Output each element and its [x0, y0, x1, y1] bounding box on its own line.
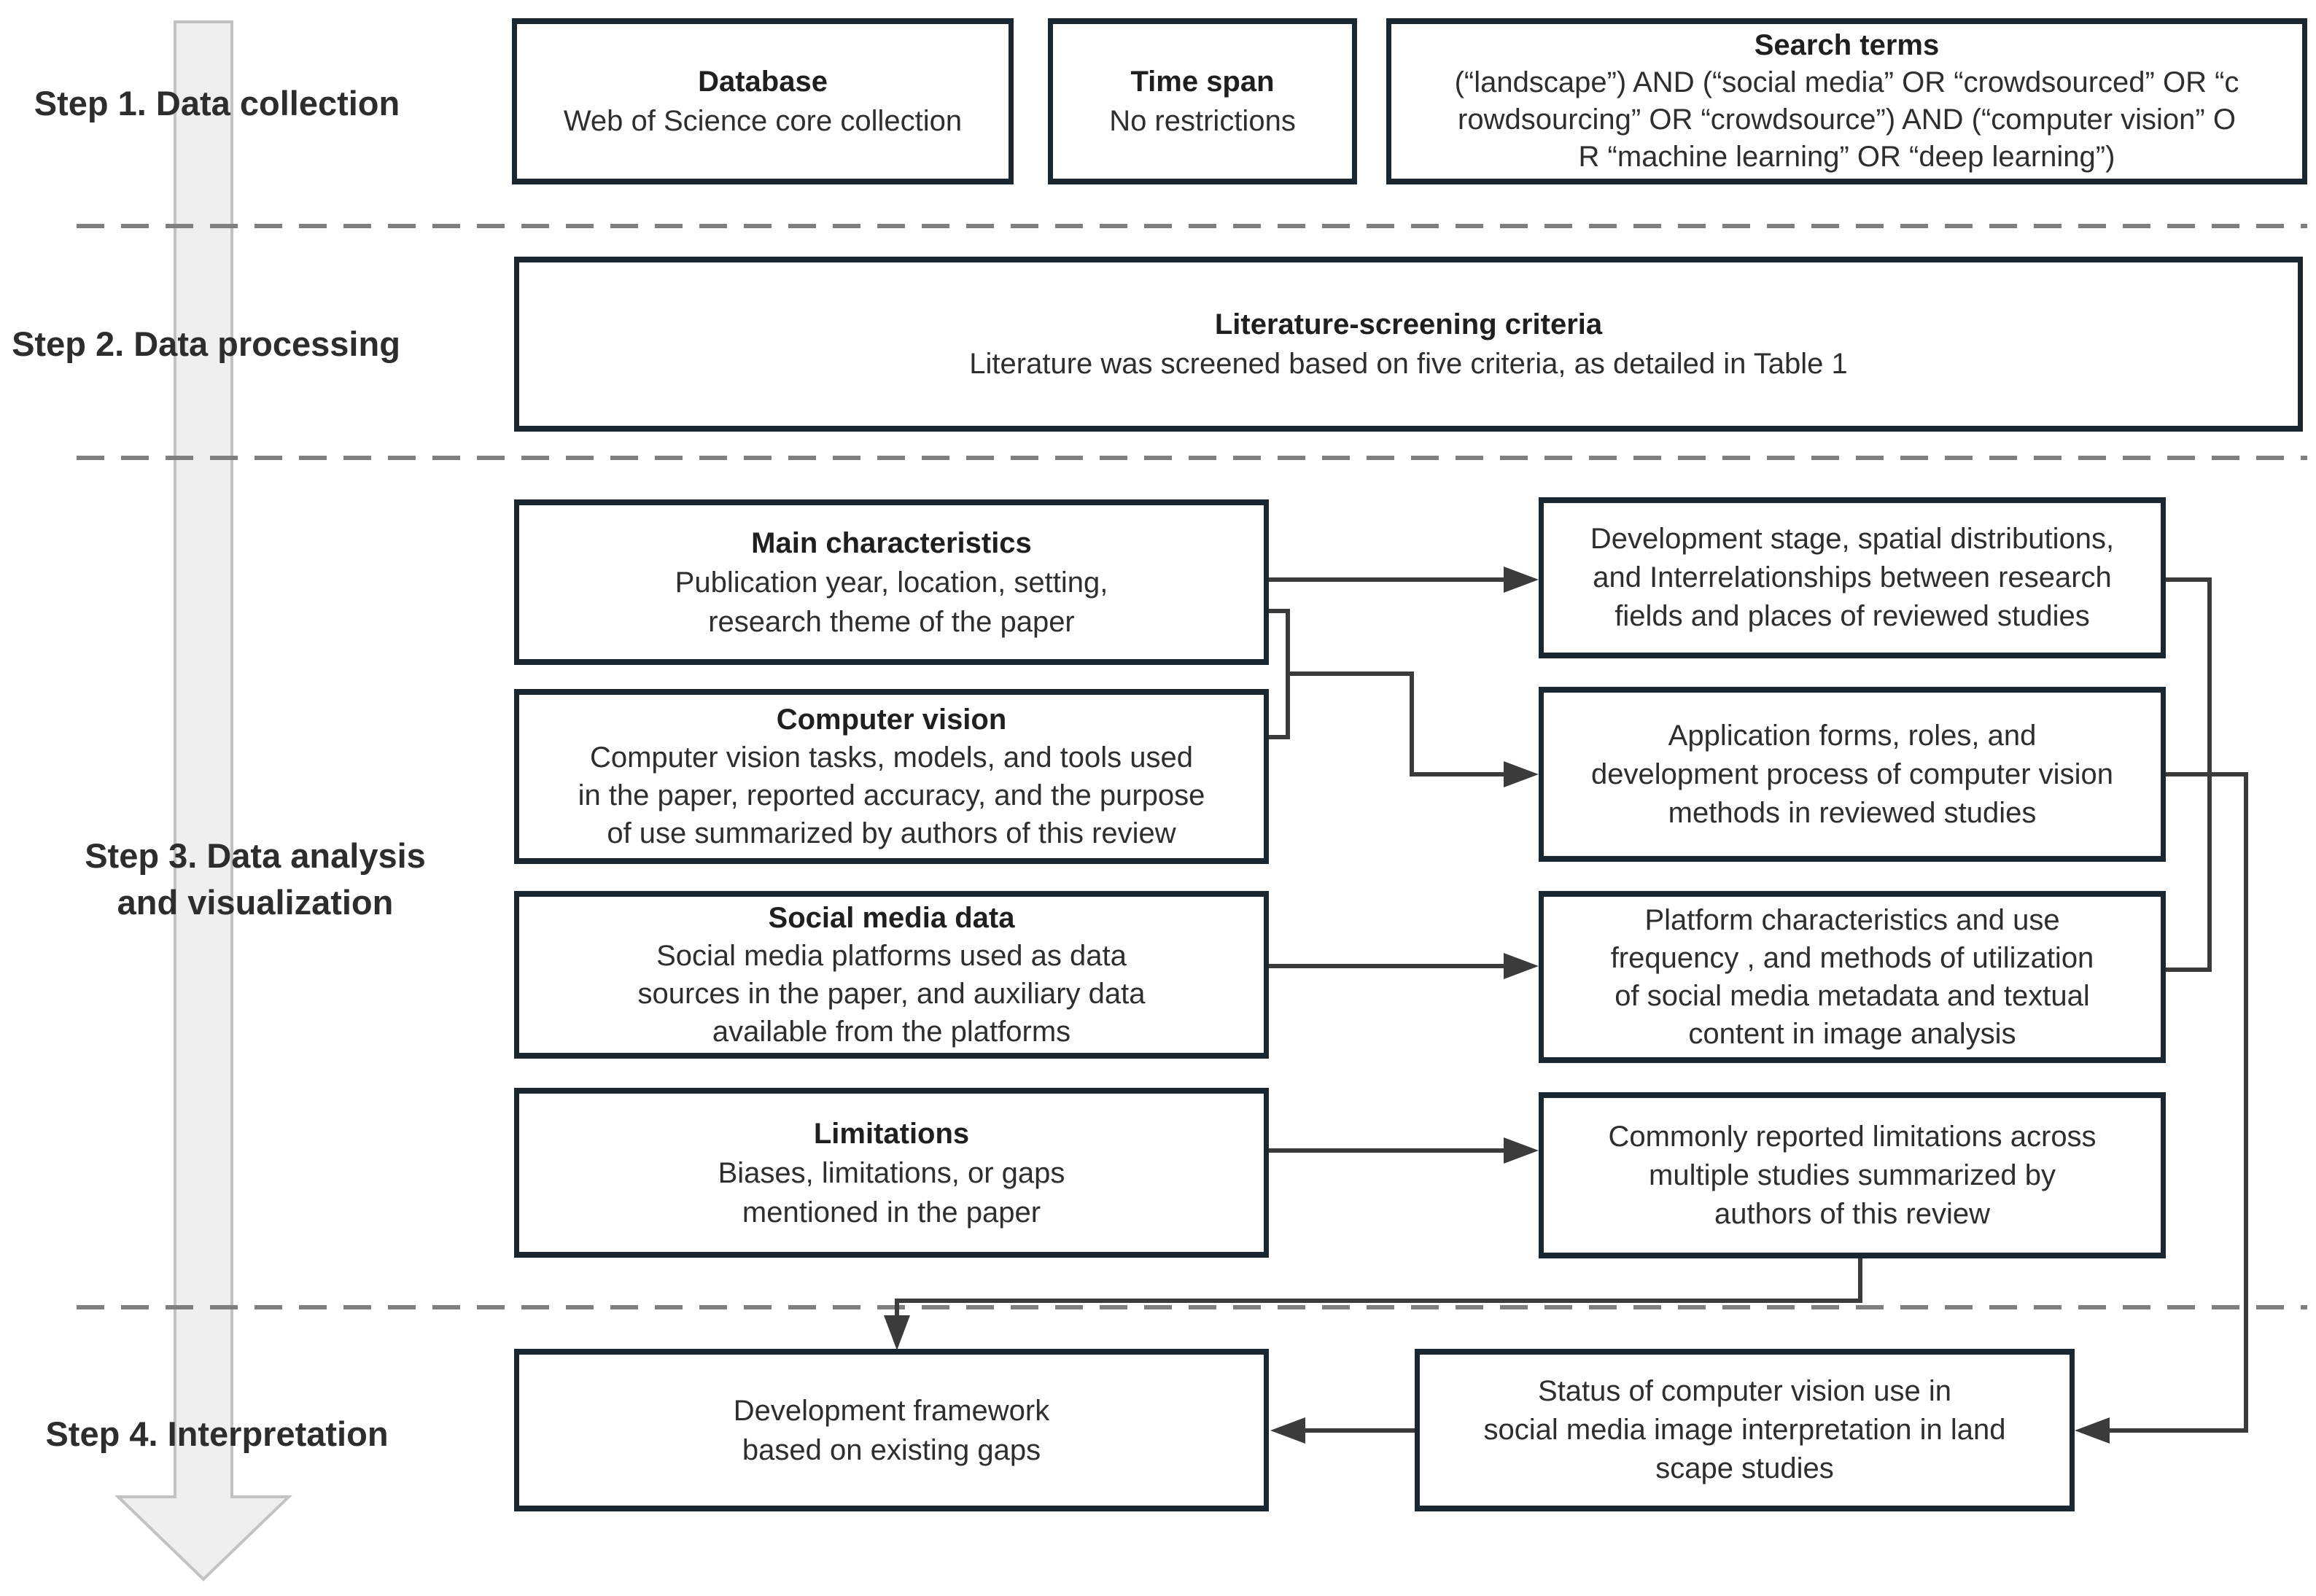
main-characteristics-box-line: Publication year, location, setting, [675, 566, 1108, 599]
connector-status-to-framework [1270, 1417, 1415, 1444]
literature-screening-box-line: Literature was screened based on five cr… [969, 348, 1848, 380]
development-stage-box-line: Development stage, spatial distributions… [1590, 523, 2115, 555]
computer-vision-box: Computer vision Computer vision tasks, m… [514, 689, 1269, 864]
step3-label: Step 3. Data analysis and visualization [44, 833, 467, 926]
limitations-box-line: mentioned in the paper [742, 1196, 1041, 1229]
status-box-line: social media image interpretation in lan… [1483, 1414, 2006, 1446]
search-terms-box: Search terms (“landscape”) AND (“social … [1386, 18, 2307, 184]
step1-label: Step 1. Data collection [34, 84, 400, 122]
platform-characteristics-box-line: of social media metadata and textual [1614, 980, 2090, 1012]
literature-screening-box: Literature-screening criteria Literature… [514, 257, 2303, 432]
common-limitations-box: Commonly reported limitations across mul… [1539, 1092, 2166, 1258]
computer-vision-box-line: Computer vision tasks, models, and tools… [589, 741, 1194, 774]
social-media-data-box-line: available from the platforms [712, 1016, 1071, 1048]
step3-label-line1: Step 3. Data analysis [85, 836, 426, 875]
platform-characteristics-box-line: Platform characteristics and use [1644, 904, 2060, 936]
connector-main-to-devstage [1269, 567, 1539, 593]
limitations-box-line: Biases, limitations, or gaps [718, 1156, 1065, 1189]
development-stage-box-line: and Interrelationships between research [1593, 561, 2112, 593]
database-box-line: Web of Science core collection [563, 105, 963, 137]
connector-limitations-to-common [1269, 1137, 1539, 1164]
status-box-line: scape studies [1655, 1452, 1834, 1484]
database-box: Database Web of Science core collection [512, 18, 1014, 184]
step3-label-line2: and visualization [117, 883, 394, 922]
social-media-data-box-title: Social media data [768, 902, 1015, 934]
limitations-box: Limitations Biases, limitations, or gaps… [514, 1088, 1269, 1258]
platform-characteristics-box: Platform characteristics and use frequen… [1539, 891, 2166, 1063]
step2-label: Step 2. Data processing [12, 324, 400, 363]
search-terms-box-line: rowdsourcing” OR “crowdsource”) AND (“co… [1458, 104, 2236, 136]
platform-characteristics-box-line: content in image analysis [1688, 1018, 2016, 1050]
search-terms-box-title: Search terms [1754, 29, 1940, 61]
computer-vision-box-title: Computer vision [776, 704, 1007, 736]
step4-label: Step 4. Interpretation [45, 1414, 389, 1453]
social-media-data-box: Social media data Social media platforms… [514, 891, 1269, 1059]
status-box-line: Status of computer vision use in [1538, 1375, 1951, 1407]
main-characteristics-box-line: research theme of the paper [708, 605, 1075, 638]
literature-screening-box-title: Literature-screening criteria [1214, 308, 1603, 340]
main-characteristics-box-title: Main characteristics [751, 526, 1032, 559]
social-media-data-box-line: Social media platforms used as data [656, 940, 1127, 972]
development-framework-box: Development framework based on existing … [514, 1349, 1269, 1511]
database-box-title: Database [698, 66, 828, 98]
connector-applicationforms-to-status [2075, 772, 2248, 1444]
time-span-box-line: No restrictions [1109, 105, 1296, 137]
development-stage-box: Development stage, spatial distributions… [1539, 497, 2166, 658]
status-box: Status of computer vision use in social … [1415, 1349, 2075, 1511]
social-media-data-box-line: sources in the paper, and auxiliary data [637, 978, 1146, 1010]
application-forms-box-line: development process of computer vision [1591, 758, 2113, 790]
search-terms-box-line: (“landscape”) AND (“social media” OR “cr… [1454, 66, 2239, 98]
development-stage-box-line: fields and places of reviewed studies [1614, 600, 2090, 632]
main-characteristics-box: Main characteristics Publication year, l… [514, 499, 1269, 665]
development-framework-box-line: Development framework [733, 1394, 1050, 1427]
time-span-box-title: Time span [1130, 66, 1275, 98]
common-limitations-box-line: multiple studies summarized by [1649, 1159, 2056, 1191]
search-terms-box-line: R “machine learning” OR “deep learning”) [1578, 141, 2115, 173]
connector-socialmedia-to-platform [1269, 953, 1539, 979]
connector-bracket-to-applicationforms [1269, 609, 1539, 787]
computer-vision-box-line: of use summarized by authors of this rev… [607, 817, 1176, 849]
application-forms-box-line: Application forms, roles, and [1668, 719, 2037, 752]
development-framework-box-line: based on existing gaps [742, 1433, 1041, 1466]
time-span-box: Time span No restrictions [1048, 18, 1357, 184]
computer-vision-box-line: in the paper, reported accuracy, and the… [578, 779, 1205, 811]
platform-characteristics-box-line: frequency , and methods of utilization [1610, 942, 2094, 974]
limitations-box-title: Limitations [813, 1117, 970, 1150]
common-limitations-box-line: Commonly reported limitations across [1608, 1120, 2097, 1153]
process-flow-arrow-icon [114, 20, 292, 1581]
common-limitations-box-line: authors of this review [1714, 1197, 1990, 1230]
connector-common-to-framework [884, 1258, 1862, 1350]
application-forms-box-line: methods in reviewed studies [1668, 796, 2037, 829]
application-forms-box: Application forms, roles, and developmen… [1539, 687, 2166, 862]
